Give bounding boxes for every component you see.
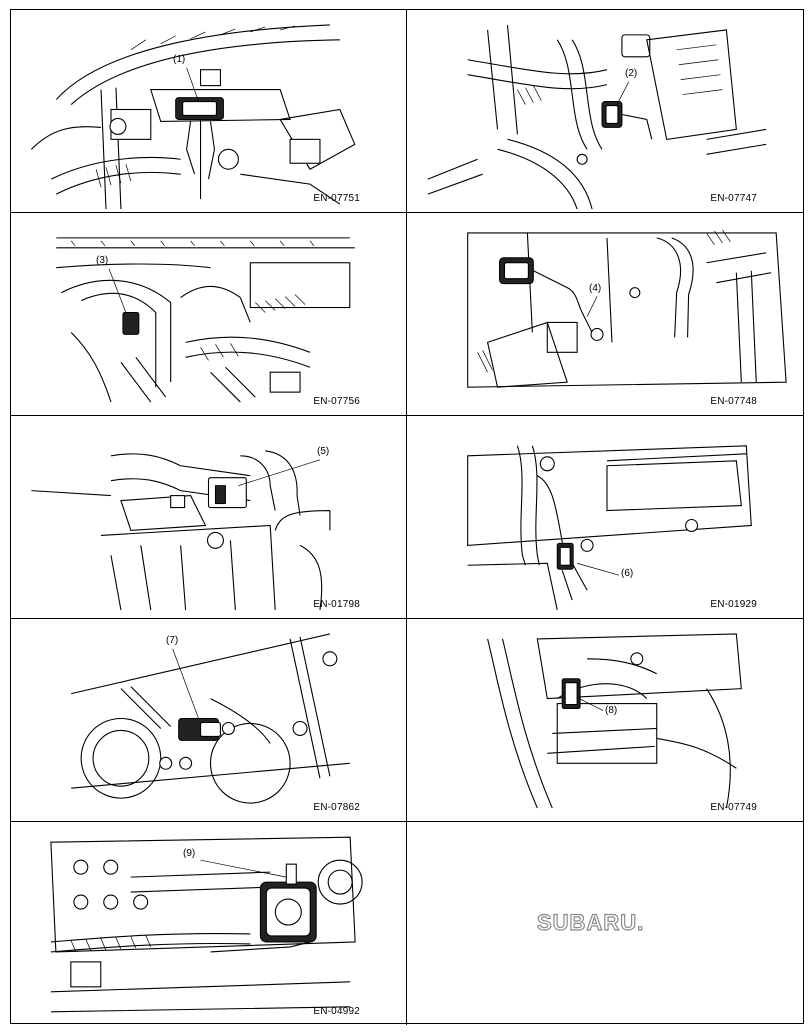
figure-6: (6) EN-01929 (407, 416, 803, 619)
figure-5: (5) EN-01798 (11, 416, 407, 619)
figure-9: (9) EN-04992 (11, 822, 407, 1025)
figure-code: EN-01929 (710, 599, 757, 610)
engine-illustration-5 (31, 450, 331, 611)
figure-2: (2) EN-07747 (407, 10, 803, 213)
engine-illustration-3 (56, 237, 355, 403)
illustration-grid: (1) EN-07751 (2) EN-07747 (10, 9, 804, 1025)
figure-code: EN-07756 (313, 396, 360, 407)
callout-label: (5) (317, 446, 330, 457)
figure-code: EN-07862 (313, 802, 360, 813)
callout-label: (3) (96, 255, 109, 266)
figure-3: (3) EN-07756 (11, 213, 407, 416)
callout-label: (6) (621, 568, 634, 579)
figure-code: EN-07748 (710, 396, 757, 407)
figure-code: EN-07751 (313, 193, 360, 204)
engine-illustration-2 (427, 24, 767, 210)
figure-code: EN-04992 (313, 1006, 360, 1017)
subaru-logo: SUBARU. (536, 909, 645, 935)
figure-4: (4) EN-07748 (407, 213, 803, 416)
figure-8: (8) EN-07749 (407, 619, 803, 822)
engine-illustration-7 (71, 633, 350, 804)
engine-illustration-1 (30, 24, 356, 210)
figure-code: EN-01798 (313, 599, 360, 610)
figure-7: (7) EN-07862 (11, 619, 407, 822)
callout-label: (7) (166, 635, 179, 646)
callout-label: (8) (605, 705, 618, 716)
callout-label: (1) (173, 54, 186, 65)
engine-illustration-6 (467, 445, 752, 611)
engine-illustration-9 (50, 836, 363, 1013)
logo-cell: SUBARU. (407, 822, 803, 1025)
callout-label: (4) (589, 283, 602, 294)
callout-label: (2) (625, 68, 638, 79)
figure-code: EN-07747 (710, 193, 757, 204)
callout-label: (9) (183, 848, 196, 859)
engine-illustration-8 (487, 633, 742, 809)
engine-illustration-4 (467, 229, 787, 388)
figure-code: EN-07749 (710, 802, 757, 813)
figure-1: (1) EN-07751 (11, 10, 407, 213)
